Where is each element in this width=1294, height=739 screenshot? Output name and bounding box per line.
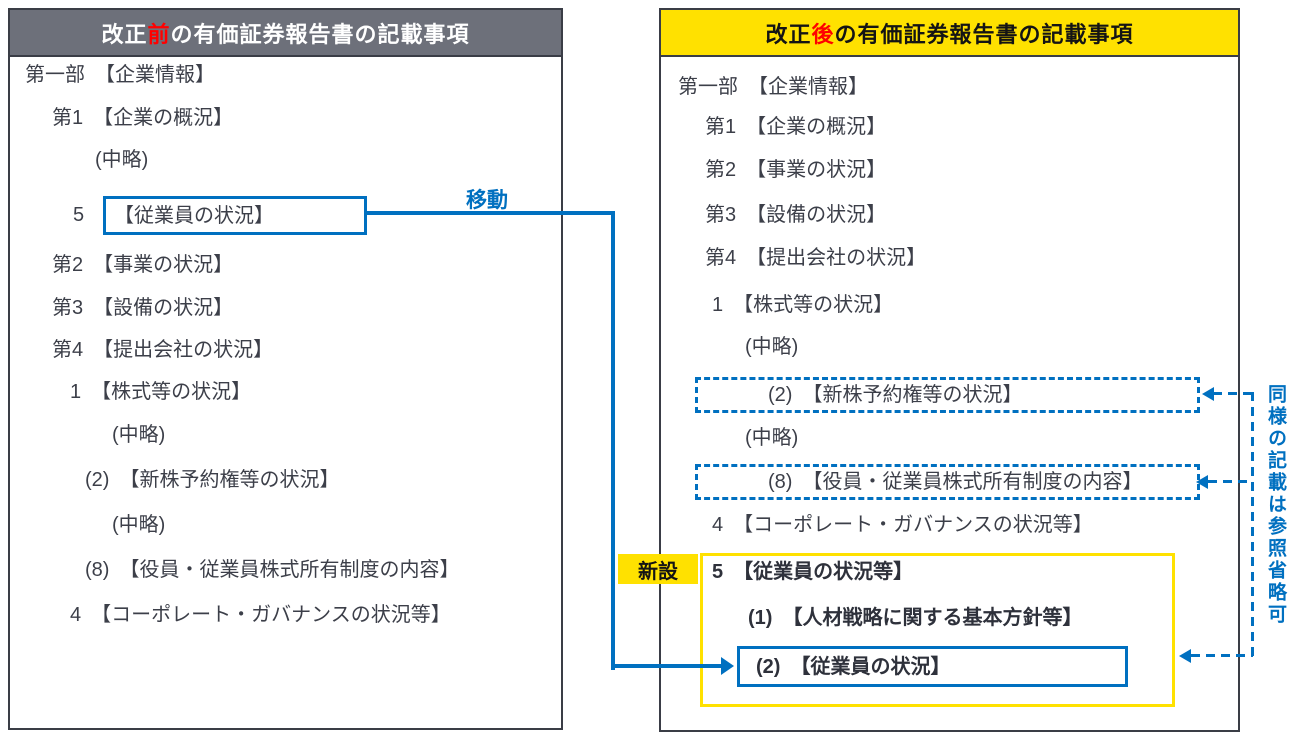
toc-item: 第2 【事業の状況】 xyxy=(705,159,887,181)
ref-box-stock-acquisition-rights: (2) 【新株予約権等の状況】 xyxy=(695,377,1200,413)
after-title-highlight: 後 xyxy=(811,21,835,47)
after-panel-header: 改正後の有価証券報告書の記載事項 xyxy=(661,10,1238,57)
employee-status-box: (2) 【従業員の状況】 xyxy=(737,646,1128,687)
before-panel: 改正前の有価証券報告書の記載事項 xyxy=(8,8,563,730)
toc-item: 1 【株式等の状況】 xyxy=(70,381,252,403)
ref-arrowhead-3-icon xyxy=(1179,649,1191,663)
toc-item-ellipsis: (中略) xyxy=(112,514,166,536)
toc-item: 第一部 【企業情報】 xyxy=(678,76,868,98)
toc-item: 4 【コーポレート・ガバナンスの状況等】 xyxy=(70,604,451,626)
toc-item: (2) 【新株予約権等の状況】 xyxy=(85,469,340,491)
after-title-prefix: 改正 xyxy=(765,21,812,47)
move-arrow-segment-top xyxy=(367,211,615,215)
toc-item-ellipsis: (中略) xyxy=(112,424,166,446)
side-note-vertical: 同様の記載は参照省略可 xyxy=(1265,384,1286,626)
toc-item: 第4 【提出会社の状況】 xyxy=(52,339,274,361)
toc-item: 第4 【提出会社の状況】 xyxy=(705,247,927,269)
before-panel-header: 改正前の有価証券報告書の記載事項 xyxy=(10,10,561,57)
new-section-item-1: (1) 【人材戦略に関する基本方針等】 xyxy=(748,607,1083,629)
toc-item: 4 【コーポレート・ガバナンスの状況等】 xyxy=(712,514,1093,536)
new-section-heading: 5 【従業員の状況等】 xyxy=(712,561,914,583)
new-section-box xyxy=(700,553,1175,707)
ref-item-label: (2) 【新株予約権等の状況】 xyxy=(768,384,1023,406)
ref-box-employee-stock-ownership: (8) 【役員・従業員株式所有制度の内容】 xyxy=(695,464,1200,500)
before-title-suffix: の有価証券報告書の記載事項 xyxy=(170,21,470,47)
moved-item-label: 【従業員の状況】 xyxy=(114,204,274,227)
ref-item-label: (8) 【役員・従業員株式所有制度の内容】 xyxy=(768,471,1143,493)
toc-item-ellipsis: (中略) xyxy=(95,149,149,171)
toc-item-ellipsis: (中略) xyxy=(745,336,799,358)
move-arrow-segment-bottom xyxy=(611,664,722,668)
move-label: 移動 xyxy=(466,189,508,212)
toc-item: 第2 【事業の状況】 xyxy=(52,254,234,276)
ref-arrowhead-1-icon xyxy=(1202,387,1214,401)
new-section-item-2: (2) 【従業員の状況】 xyxy=(756,655,951,678)
ref-arrow-line-1 xyxy=(1213,392,1253,395)
ref-arrow-line-2 xyxy=(1208,480,1253,483)
toc-item: 第3 【設備の状況】 xyxy=(52,297,234,319)
after-title-suffix: の有価証券報告書の記載事項 xyxy=(834,21,1134,47)
before-title-highlight: 前 xyxy=(147,21,171,47)
new-label: 新設 xyxy=(618,554,698,584)
toc-item: 第1 【企業の概況】 xyxy=(705,116,887,138)
ref-arrow-line-3 xyxy=(1191,654,1253,657)
before-title-prefix: 改正 xyxy=(101,21,148,47)
moved-item-number: 5 xyxy=(73,204,85,226)
toc-item: 第一部 【企業情報】 xyxy=(25,64,215,86)
toc-item: 第3 【設備の状況】 xyxy=(705,204,887,226)
toc-item: 1 【株式等の状況】 xyxy=(712,294,894,316)
toc-item: 第1 【企業の概況】 xyxy=(52,107,234,129)
move-arrow-segment-vertical xyxy=(611,211,615,670)
move-arrowhead-icon xyxy=(721,657,734,675)
after-panel: 改正後の有価証券報告書の記載事項 xyxy=(659,8,1240,732)
ref-bracket-line xyxy=(1251,392,1254,656)
toc-item: (8) 【役員・従業員株式所有制度の内容】 xyxy=(85,559,460,581)
ref-arrowhead-2-icon xyxy=(1196,475,1208,489)
toc-item-ellipsis: (中略) xyxy=(745,427,799,449)
moved-item-box: 【従業員の状況】 xyxy=(103,196,367,235)
